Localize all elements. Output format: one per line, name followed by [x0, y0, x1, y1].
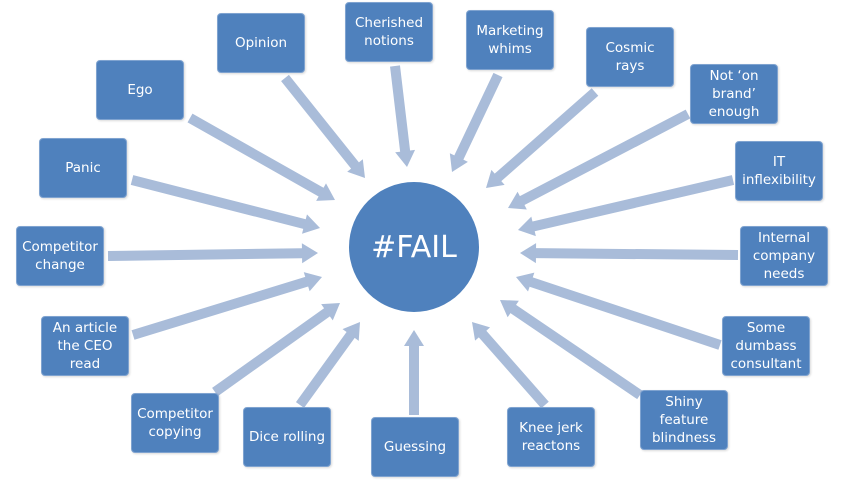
- cause-label: Cherished notions: [354, 15, 424, 49]
- center-label: #FAIL: [371, 229, 457, 265]
- arrow-shiny: [500, 300, 643, 400]
- arrow-consultant: [516, 272, 722, 350]
- cause-label: Competitor copying: [137, 406, 213, 440]
- cause-node-cosmic: Cosmic rays: [586, 27, 674, 87]
- cause-node-copying: Competitor copying: [131, 393, 219, 453]
- arrow-it: [518, 175, 735, 237]
- cause-node-article: An article the CEO read: [41, 316, 129, 376]
- arrow-opinion: [281, 74, 365, 178]
- cause-label: Opinion: [234, 35, 288, 51]
- cause-node-panic: Panic: [39, 138, 127, 198]
- arrow-internal: [520, 243, 739, 264]
- cause-label: Shiny feature blindness: [651, 394, 717, 446]
- cause-label: Internal company needs: [752, 230, 816, 282]
- cause-label: Panic: [65, 160, 101, 176]
- arrow-cosmic: [486, 88, 599, 188]
- arrow-panic: [130, 175, 320, 234]
- cause-node-opinion: Opinion: [217, 13, 305, 73]
- arrow-ego: [187, 113, 335, 201]
- cause-label: Dice rolling: [248, 429, 326, 445]
- arrow-brand: [508, 109, 691, 210]
- cause-node-guessing: Guessing: [371, 417, 459, 477]
- arrow-guessing: [404, 330, 424, 415]
- cause-label: IT inflexibility: [742, 154, 816, 188]
- arrow-change: [107, 243, 318, 264]
- arrow-article: [131, 272, 322, 340]
- cause-node-consultant: Some dumbass consultant: [722, 316, 810, 376]
- cause-label: An article the CEO read: [52, 320, 118, 372]
- arrow-marketing: [449, 72, 503, 172]
- arrow-knee: [472, 322, 549, 409]
- arrow-dice: [295, 322, 360, 408]
- cause-label: Ego: [127, 82, 153, 98]
- cause-label: Some dumbass consultant: [730, 320, 802, 372]
- cause-node-shiny: Shiny feature blindness: [640, 390, 728, 450]
- cause-node-marketing: Marketing whims: [466, 10, 554, 70]
- cause-node-internal: Internal company needs: [740, 226, 828, 286]
- cause-label: Competitor change: [22, 239, 98, 273]
- cause-node-brand: Not ‘on brand’ enough: [690, 64, 778, 124]
- cause-label: Guessing: [383, 439, 447, 455]
- cause-node-knee: Knee jerk reactons: [507, 407, 595, 467]
- center-node: #FAIL: [349, 182, 479, 312]
- cause-label: Cosmic rays: [605, 40, 655, 74]
- cause-node-it: IT inflexibility: [735, 141, 823, 201]
- cause-label: Knee jerk reactons: [519, 420, 583, 454]
- arrow-copying: [212, 303, 340, 397]
- cause-label: Marketing whims: [476, 23, 544, 57]
- arrow-cherished: [390, 65, 416, 167]
- cause-node-change: Competitor change: [16, 226, 104, 286]
- cause-node-dice: Dice rolling: [243, 407, 331, 467]
- cause-node-cherished: Cherished notions: [345, 2, 433, 62]
- cause-label: Not ‘on brand’ enough: [708, 68, 760, 120]
- cause-node-ego: Ego: [96, 60, 184, 120]
